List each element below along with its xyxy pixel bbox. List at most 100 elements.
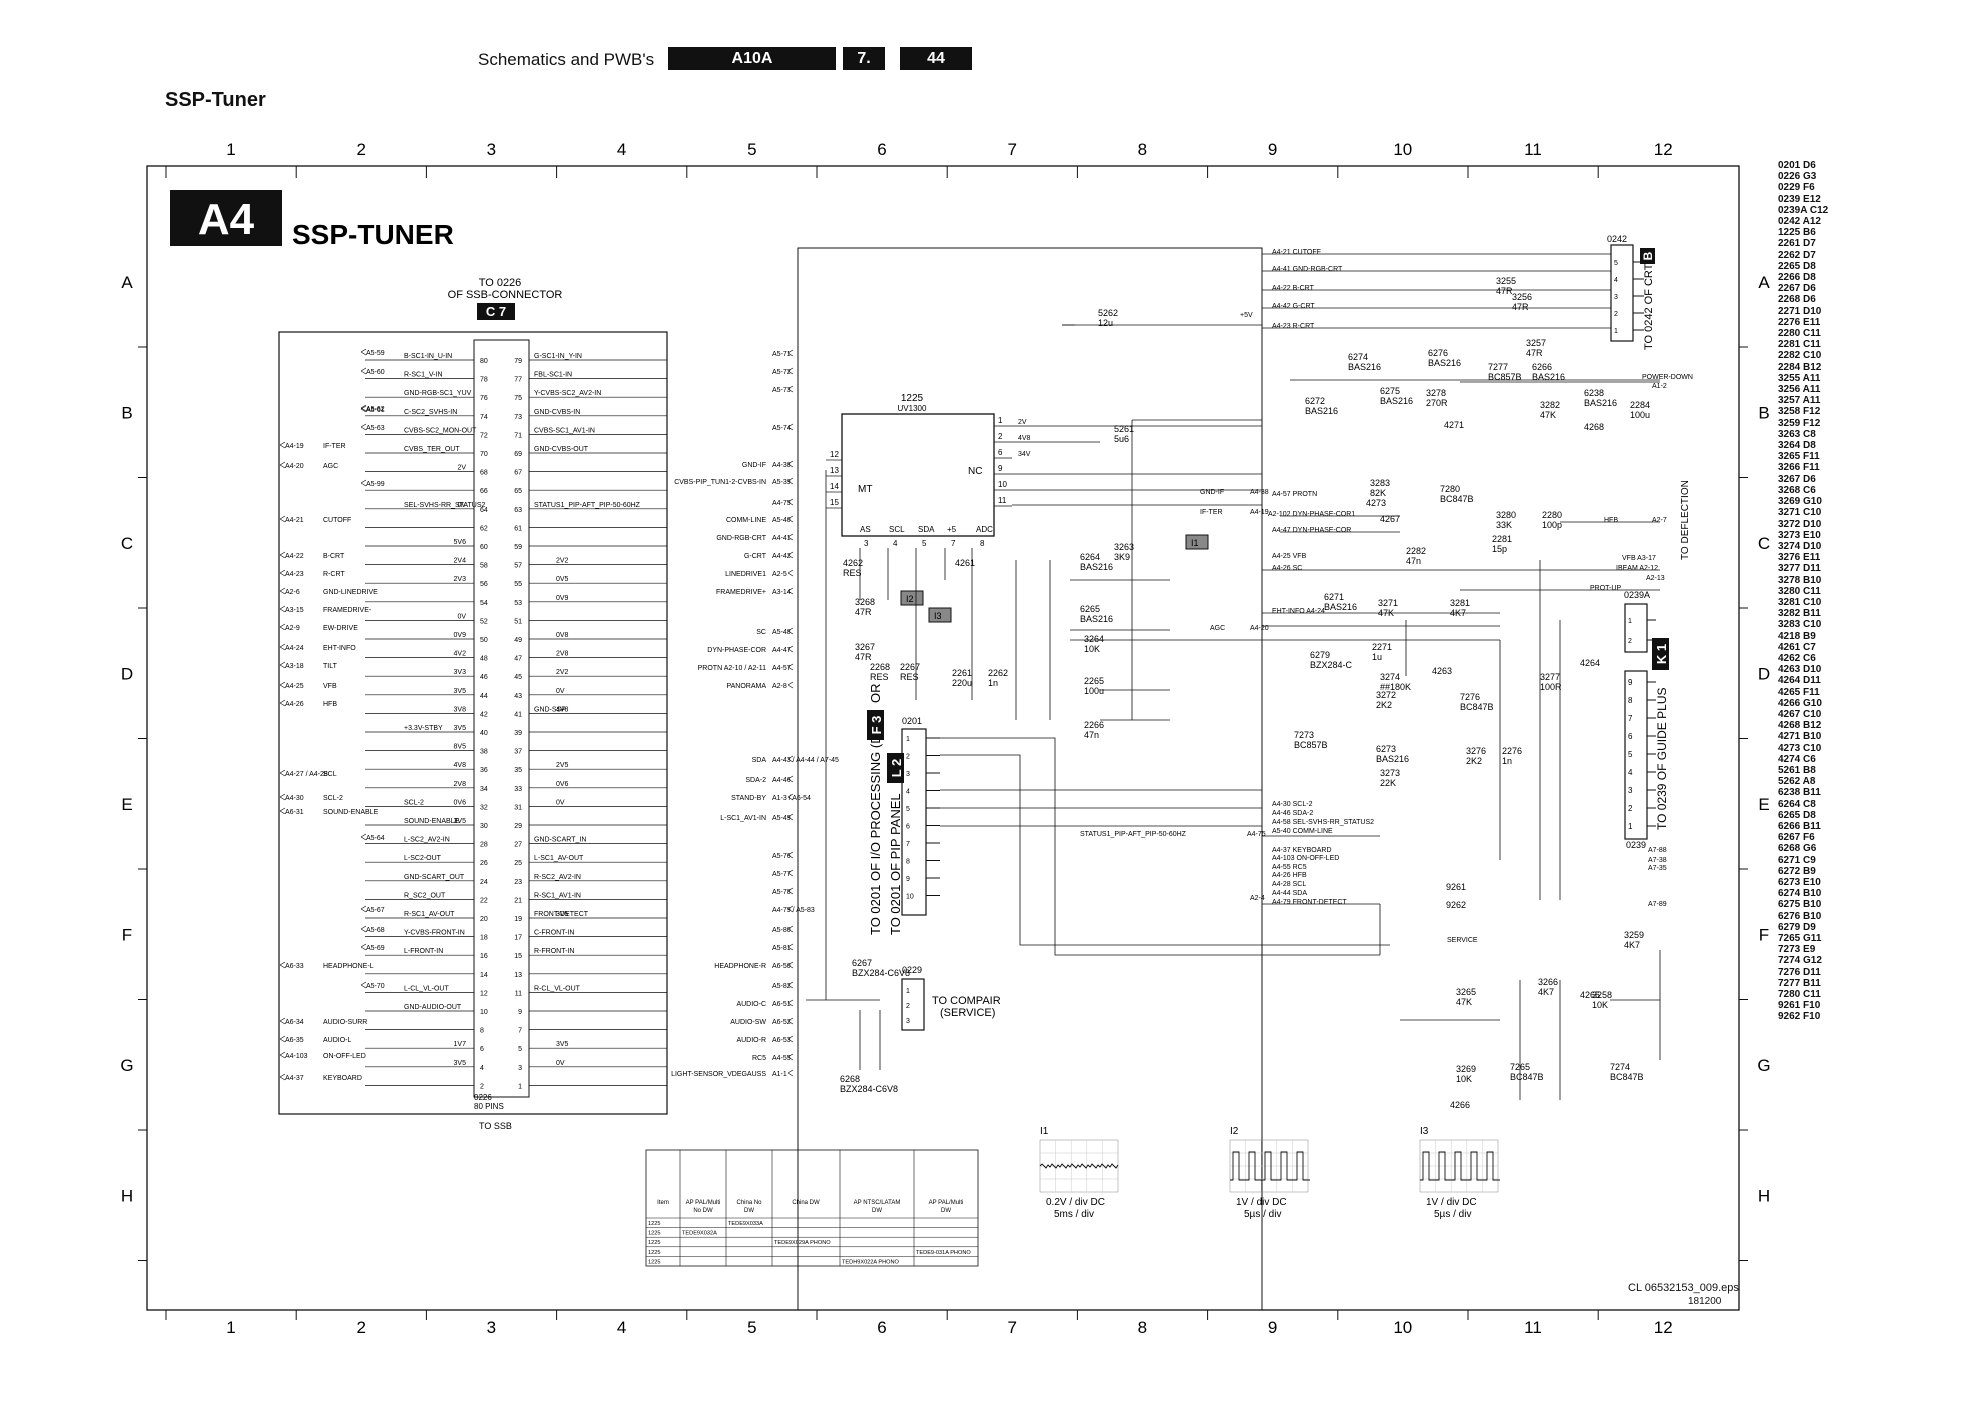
left-edge-tag: A4-27 / A4-28 [285, 771, 328, 778]
component-value: 15p [1492, 544, 1507, 554]
index-entry: 2276 E11 [1778, 316, 1821, 328]
ssb-left-signal: B-SC1-IN_U-IN [404, 353, 452, 360]
grid-row-right: B [1758, 404, 1769, 423]
ssb-right-signal: R-CL_VL-OUT [534, 985, 581, 992]
mid-edge-arrow [787, 367, 794, 375]
mid-edge-arrow [787, 533, 794, 541]
ssb-right-pin-num: 17 [514, 935, 522, 942]
index-entry: 3277 D11 [1778, 563, 1821, 575]
component-ref: 2280 [1542, 510, 1562, 520]
left-edge-arrow [360, 905, 367, 913]
tuner-bottom-pin: 8 [980, 539, 985, 548]
right-side-label: AGC [1210, 625, 1225, 632]
mid-edge-tag: A6-50 [772, 963, 791, 970]
right-side-label: A7-35 [1648, 865, 1667, 872]
component-ref: 3272 [1376, 690, 1396, 700]
header-page: 44 [900, 47, 972, 70]
ssb-left-pin-num: 80 [480, 358, 488, 365]
left-edge-arrow [279, 515, 286, 523]
ssb-right-value: 0V [556, 1060, 565, 1067]
ssb-left-pin-num: 46 [480, 674, 488, 681]
ssb-bottom-label: TO SSB [479, 1121, 512, 1131]
ssb-left-signal: SEL-SVHS-RR_STATUS2 [404, 502, 486, 509]
ssb-left-pin-num: 14 [480, 972, 488, 979]
tuner-left-pin: 13 [830, 466, 839, 475]
mid-edge-text: COMM-LINE [726, 517, 766, 524]
component-value: 10K [1084, 644, 1100, 654]
grid-col-bottom: 10 [1393, 1318, 1412, 1337]
ssb-right-pin-num: 77 [514, 377, 522, 384]
gp-pin-num: 7 [1628, 714, 1633, 723]
tuner-bottom-label: SCL [889, 525, 905, 534]
component-value: BAS216 [1532, 372, 1565, 382]
grid-col-bottom: 3 [487, 1318, 496, 1337]
left-edge-tag: A5-69 [366, 945, 385, 952]
mid-edge-tag: A6-53 [772, 1037, 791, 1044]
oscillogram-id: I2 [1230, 1126, 1239, 1137]
ssb-left-value: 2V4 [454, 558, 467, 565]
component-ref: 4263 [1432, 666, 1452, 676]
component-ref: 3265 [1456, 987, 1476, 997]
grid-row-left: E [121, 795, 132, 814]
ssb-left-pin-num: 56 [480, 581, 488, 588]
component-value: BAS216 [1428, 358, 1461, 368]
ssb-left-pin-num: 52 [480, 618, 488, 625]
left-edge-text: HFB [323, 701, 337, 708]
mid-edge-arrow [787, 775, 794, 783]
ssb-right-pin-num: 61 [514, 525, 522, 532]
right-side-label: A4-28 SCL [1272, 881, 1306, 888]
ssb-right-value: 2V8 [556, 651, 569, 658]
index-entry: 6266 B11 [1778, 820, 1821, 832]
component-value: 1n [988, 678, 998, 688]
mid-edge-arrow [787, 943, 794, 951]
ssb-left-pin-num: 22 [480, 897, 488, 904]
component-value: BAS216 [1080, 614, 1113, 624]
component-ref: 7280 [1440, 484, 1460, 494]
mid-edge-labels: A5-71A5-72A5-73A5-74A4-38GND-IFA5-39CVBS… [671, 349, 839, 1078]
grid-row-left: H [121, 1187, 133, 1206]
gp-pin-num: 8 [1628, 696, 1633, 705]
mid-edge-text: LINEDRIVE1 [725, 571, 766, 578]
right-side-label: +5V [1240, 312, 1253, 319]
right-side-label: A4-58 SEL-SVHS-RR_STATUS2 [1272, 819, 1374, 826]
ssb-right-pin-num: 33 [514, 786, 522, 793]
ssb-heading-2: OF SSB-CONNECTOR [448, 289, 563, 301]
grid-col-top: 11 [1524, 140, 1542, 159]
grid-col-bottom: 4 [617, 1318, 626, 1337]
grid-col-top: 7 [1007, 140, 1016, 159]
ssb-right-value: 2V5 [556, 762, 569, 769]
oscillogram-id: I1 [1040, 1126, 1049, 1137]
ssb-right-value: 0V9 [556, 595, 569, 602]
component-ref: 6271 [1324, 592, 1344, 602]
component-ref: 6276 [1428, 348, 1448, 358]
ssb-left-value: 5V6 [454, 539, 467, 546]
tuner-type: UV1300 [898, 404, 927, 413]
index-entry: 4267 C10 [1778, 708, 1822, 720]
svc-pin-num: 3 [906, 1018, 910, 1025]
index-entry: 2265 D8 [1778, 260, 1816, 272]
left-edge-tag: A4-22 [285, 553, 304, 560]
ssb-left-value: 0V [457, 613, 466, 620]
ssb-ref: 0226 [474, 1093, 492, 1102]
right-side-label: A4-19 [1250, 509, 1269, 516]
wiring [806, 253, 1661, 1100]
grid-row-left: C [121, 534, 133, 553]
index-entry: 2267 D6 [1778, 283, 1816, 295]
index-entry: 3264 D8 [1778, 440, 1816, 452]
index-entry: 2284 B12 [1778, 361, 1822, 373]
tuner-bottom-pin: 3 [864, 539, 869, 548]
mid-edge-tag: A1-1 [772, 1071, 787, 1078]
component-ref: 5261 [1114, 424, 1134, 434]
component-labels: 526212u52615u632633K9326410K2265100u2266… [840, 276, 1650, 1110]
index-entry: 0239A C12 [1778, 204, 1829, 216]
left-edge-tag: A2-6 [285, 589, 300, 596]
index-entry: 6264 C8 [1778, 798, 1816, 810]
ssb-left-signal: CVBS_TER_OUT [404, 446, 460, 453]
mid-edge-arrow [787, 663, 794, 671]
index-entry: 7277 B11 [1778, 977, 1821, 989]
index-entry: 6271 C9 [1778, 854, 1816, 866]
ssb-left-value: 2V8 [454, 781, 467, 788]
component-value: BAS216 [1080, 562, 1113, 572]
probe-marker-i2-label: I2 [906, 594, 914, 604]
